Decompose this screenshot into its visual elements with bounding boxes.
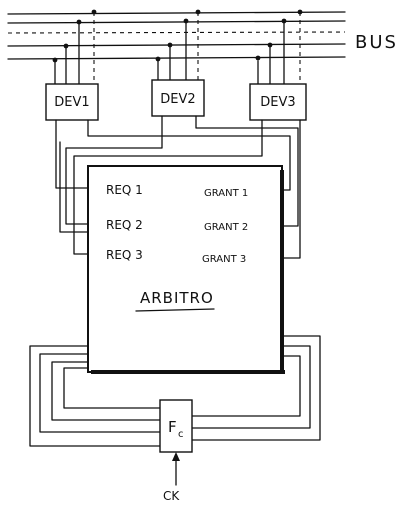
flipflop-fc: F c <box>159 399 193 453</box>
flipflop-label: F <box>168 418 177 436</box>
flipflop-subscript: c <box>178 429 184 440</box>
bus-line-4 <box>7 43 346 47</box>
req2-label: REQ 2 <box>106 218 143 232</box>
bus-line-3-dashed <box>7 31 346 34</box>
device-dev1-label: DEV1 <box>54 95 89 110</box>
bus-label: BUS <box>355 32 398 53</box>
bus-taps <box>54 12 301 85</box>
bus-junction-dots <box>52 9 303 63</box>
clock-arrow-icon <box>172 452 180 461</box>
req1-label: REQ 1 <box>106 183 143 197</box>
arbiter-title-underline <box>135 308 215 312</box>
grant3-label: GRANT 3 <box>202 254 246 265</box>
grant2-label: GRANT 2 <box>204 222 248 233</box>
device-dev3: DEV3 <box>249 83 307 121</box>
clock-label: CK <box>163 489 180 503</box>
req3-label: REQ 3 <box>106 248 143 262</box>
flipflop-loops <box>29 335 321 447</box>
device-dev1: DEV1 <box>45 83 99 121</box>
bus-line-5 <box>7 56 346 60</box>
bus-line-1 <box>7 11 346 15</box>
grant1-label: GRANT 1 <box>204 188 248 199</box>
device-dev2: DEV2 <box>151 79 205 117</box>
device-dev3-label: DEV3 <box>260 95 295 110</box>
clock-input: CK <box>163 452 180 503</box>
arbiter-title: ARBITRO <box>140 289 214 307</box>
bus-lines <box>7 11 346 60</box>
device-dev2-label: DEV2 <box>160 92 195 107</box>
arbiter-box <box>87 165 285 374</box>
bus-line-2 <box>7 20 346 24</box>
